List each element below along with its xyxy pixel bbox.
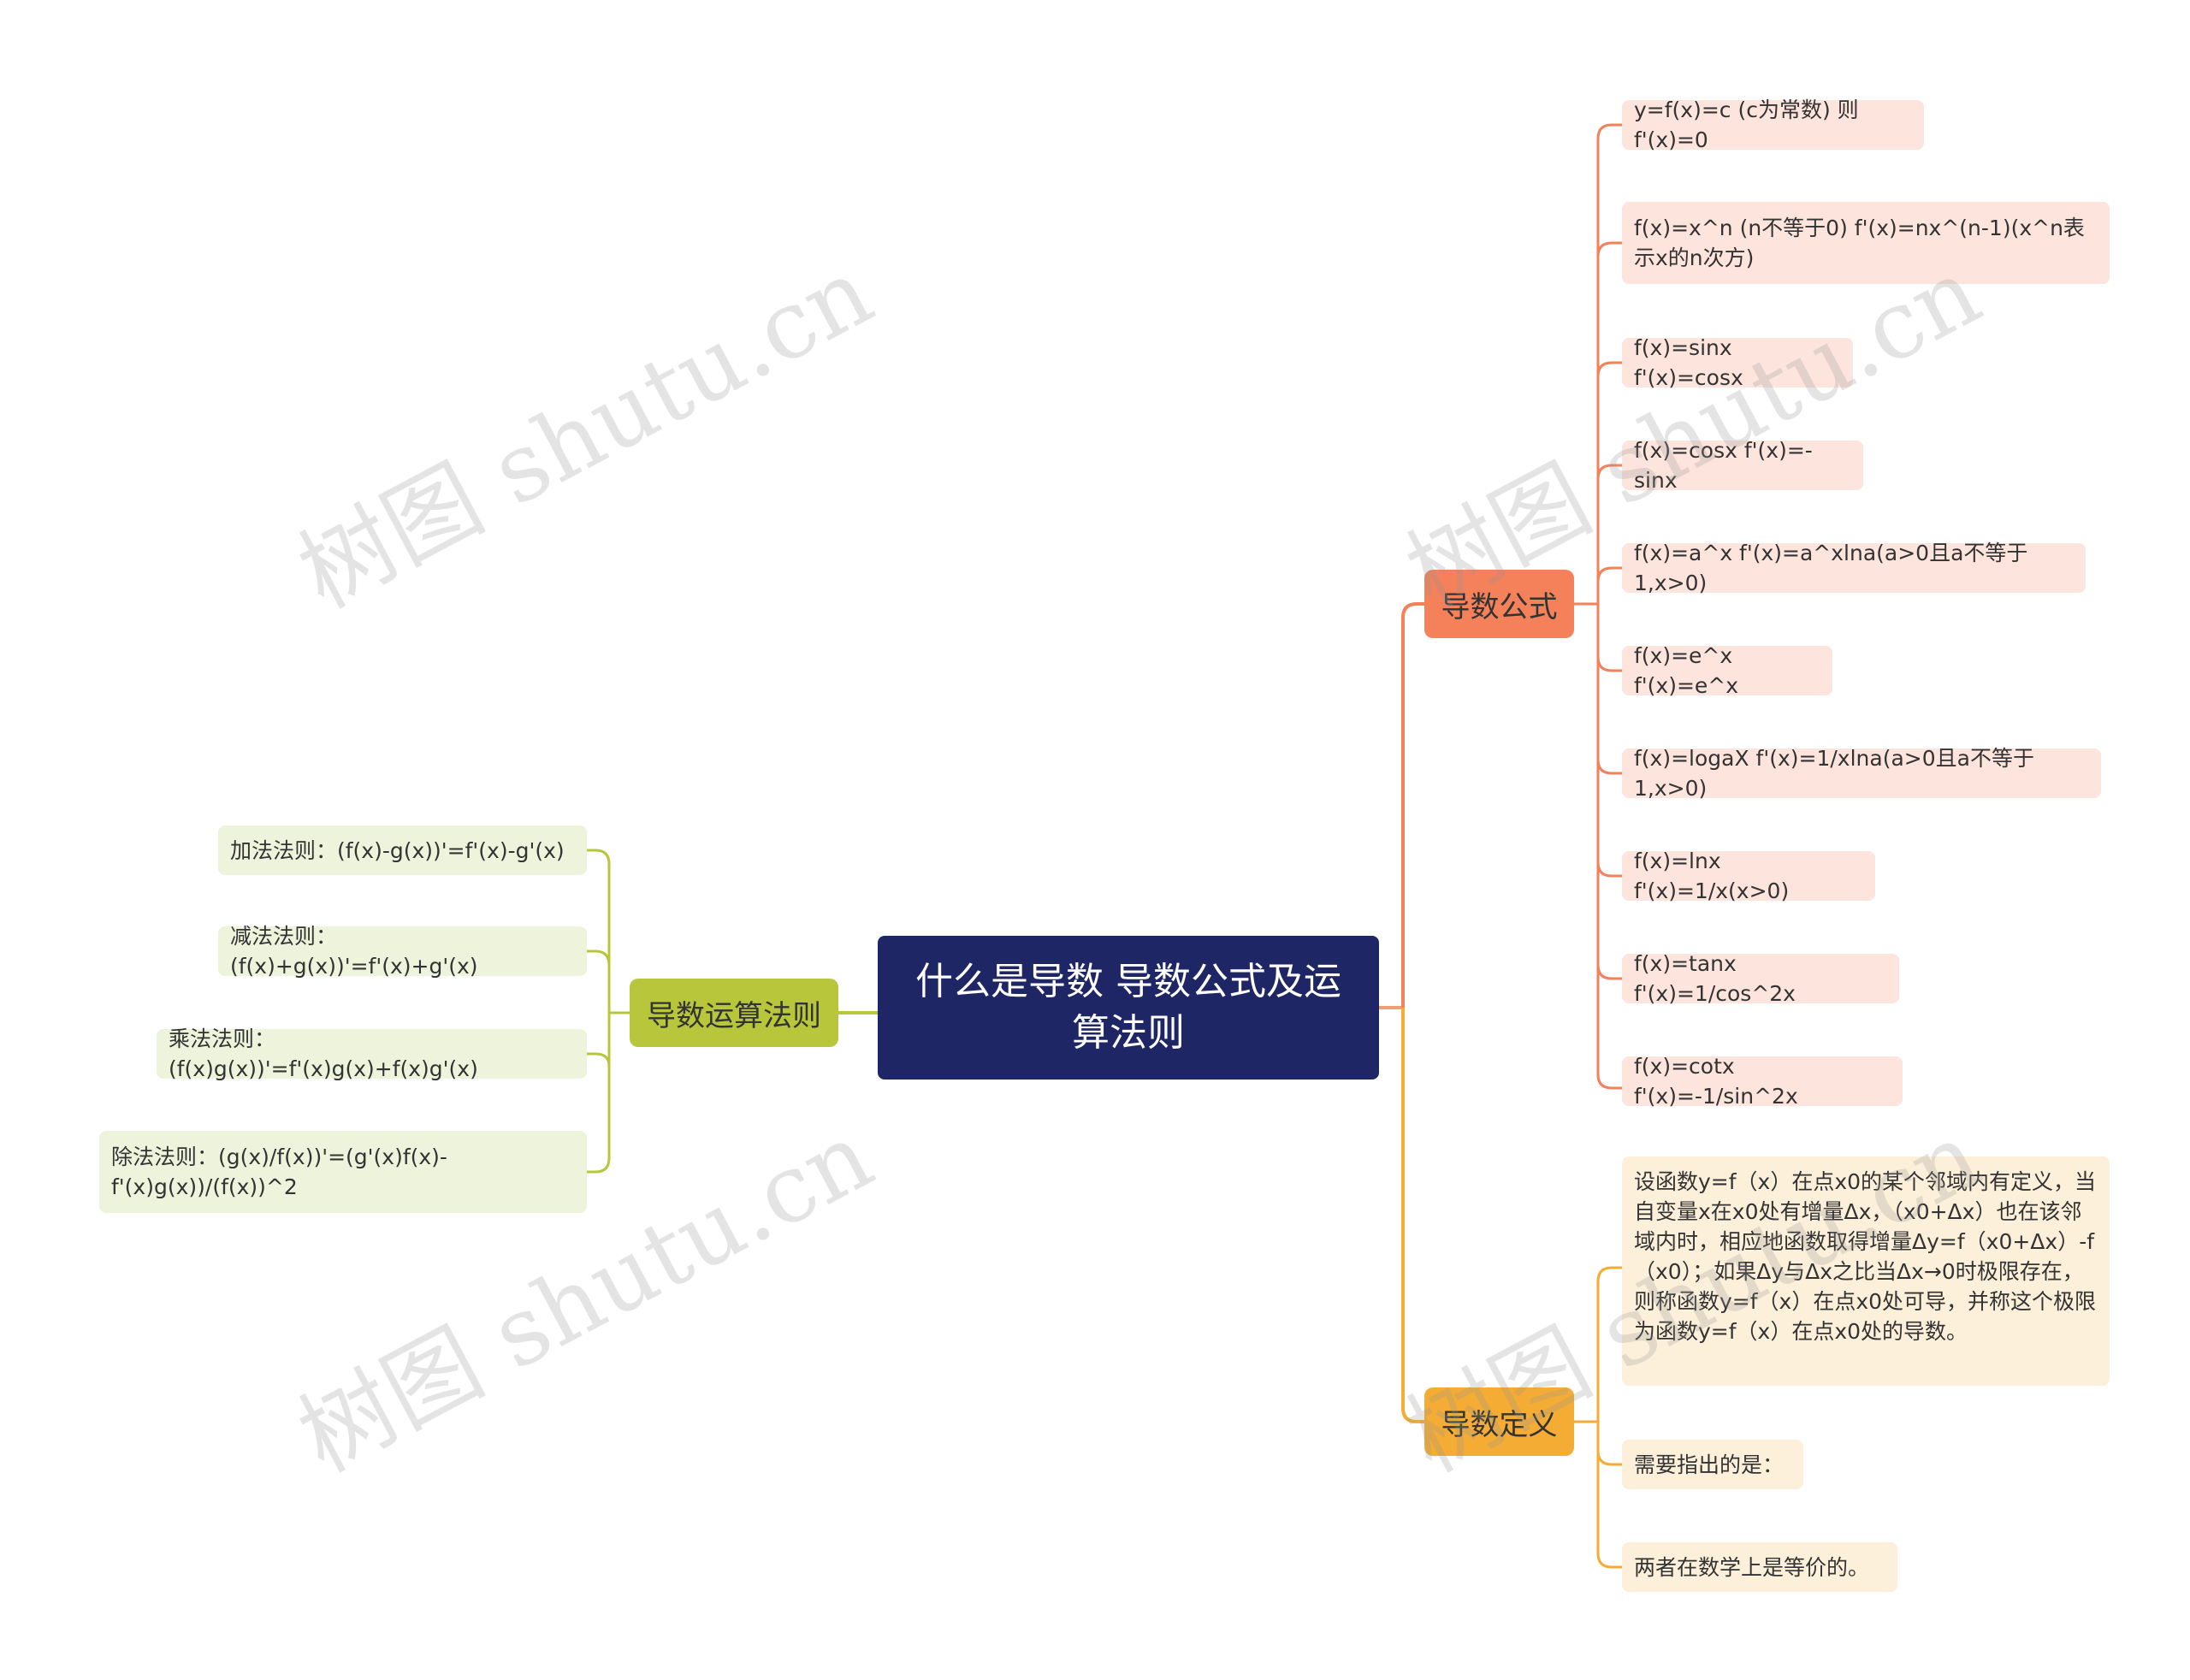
definition-note-node[interactable]: 两者在数学上是等价的。 [1622,1542,1897,1592]
formula-node[interactable]: f(x)=cotx f'(x)=-1/sin^2x [1622,1054,1903,1109]
rule-text: 除法法则：(g(x)/f(x))'=(g'(x)f(x)-f'(x)g(x))/… [111,1145,447,1199]
definition-connectors [1574,1266,1622,1569]
branch-derivative-formulas[interactable]: 导数公式 [1424,570,1574,638]
formula-text: f(x)=cosx f'(x)=-sinx [1634,438,1813,493]
definition-node[interactable]: 设函数y=f（x）在点x0的某个邻域内有定义，当自变量x在x0处有增量Δx，（x… [1622,1156,2110,1386]
formula-node[interactable]: f(x)=x^n (n不等于0) f'(x)=nx^(n-1)(x^n表示x的n… [1622,202,2110,284]
formula-node[interactable]: f(x)=sinx f'(x)=cosx [1622,335,1853,390]
branch-label: 导数运算法则 [647,998,821,1033]
rule-node[interactable]: 减法法则：(f(x)+g(x))'=f'(x)+g'(x) [218,924,587,979]
formula-node[interactable]: y=f(x)=c (c为常数) 则f'(x)=0 [1622,98,1924,152]
root-topic[interactable]: 什么是导数 导数公式及运算法则 [878,936,1379,1080]
formula-text: f(x)=sinx f'(x)=cosx [1634,335,1743,390]
trunk-to-formulas [1401,602,1424,1008]
rule-node[interactable]: 加法法则：(f(x)-g(x))'=f'(x)-g'(x) [218,825,587,875]
formula-node[interactable]: f(x)=e^x f'(x)=e^x [1622,643,1832,698]
formula-node[interactable]: f(x)=tanx f'(x)=1/cos^2x [1622,951,1899,1006]
formula-text: y=f(x)=c (c为常数) 则f'(x)=0 [1634,98,1859,152]
rule-text: 乘法法则：(f(x)g(x))'=f'(x)g(x)+f(x)g'(x) [169,1026,478,1081]
formula-node[interactable]: f(x)=lnx f'(x)=1/x(x>0) [1622,849,1875,903]
formula-text: f(x)=tanx f'(x)=1/cos^2x [1634,951,1796,1006]
formula-text: f(x)=e^x f'(x)=e^x [1634,643,1739,698]
root-topic-label: 什么是导数 导数公式及运算法则 [915,960,1341,1055]
formula-text: f(x)=logaX f'(x)=1/xlna(a>0且a不等于1,x>0) [1634,746,2034,801]
formula-text: f(x)=cotx f'(x)=-1/sin^2x [1634,1054,1798,1109]
formula-node[interactable]: f(x)=cosx f'(x)=-sinx [1622,438,1863,493]
definition-note-text: 两者在数学上是等价的。 [1634,1554,1870,1580]
formula-node[interactable]: f(x)=a^x f'(x)=a^xlna(a>0且a不等于1,x>0) [1622,541,2086,595]
formula-text: f(x)=x^n (n不等于0) f'(x)=nx^(n-1)(x^n表示x的n… [1634,216,2085,270]
definition-note-text: 需要指出的是： [1634,1452,1785,1477]
formula-node[interactable]: f(x)=logaX f'(x)=1/xlna(a>0且a不等于1,x>0) [1622,746,2101,801]
rule-text: 加法法则：(f(x)-g(x))'=f'(x)-g'(x) [230,837,565,863]
rule-text: 减法法则：(f(x)+g(x))'=f'(x)+g'(x) [230,924,478,979]
branch-label: 导数公式 [1441,589,1558,624]
formulas-connectors [1574,123,1622,1090]
formula-text: f(x)=lnx f'(x)=1/x(x>0) [1634,849,1790,903]
definition-note-node[interactable]: 需要指出的是： [1622,1440,1803,1489]
trunk-to-definition [1401,1008,1424,1423]
branch-derivative-definition[interactable]: 导数定义 [1424,1387,1574,1456]
definition-text: 设函数y=f（x）在点x0的某个邻域内有定义，当自变量x在x0处有增量Δx，（x… [1634,1169,2097,1344]
rules-connectors [587,849,630,1174]
branch-label: 导数定义 [1441,1407,1558,1442]
formula-text: f(x)=a^x f'(x)=a^xlna(a>0且a不等于1,x>0) [1634,541,2028,595]
rule-node[interactable]: 乘法法则：(f(x)g(x))'=f'(x)g(x)+f(x)g'(x) [157,1026,587,1081]
rule-node[interactable]: 除法法则：(g(x)/f(x))'=(g'(x)f(x)-f'(x)g(x))/… [99,1131,587,1213]
branch-derivative-rules[interactable]: 导数运算法则 [630,979,838,1047]
